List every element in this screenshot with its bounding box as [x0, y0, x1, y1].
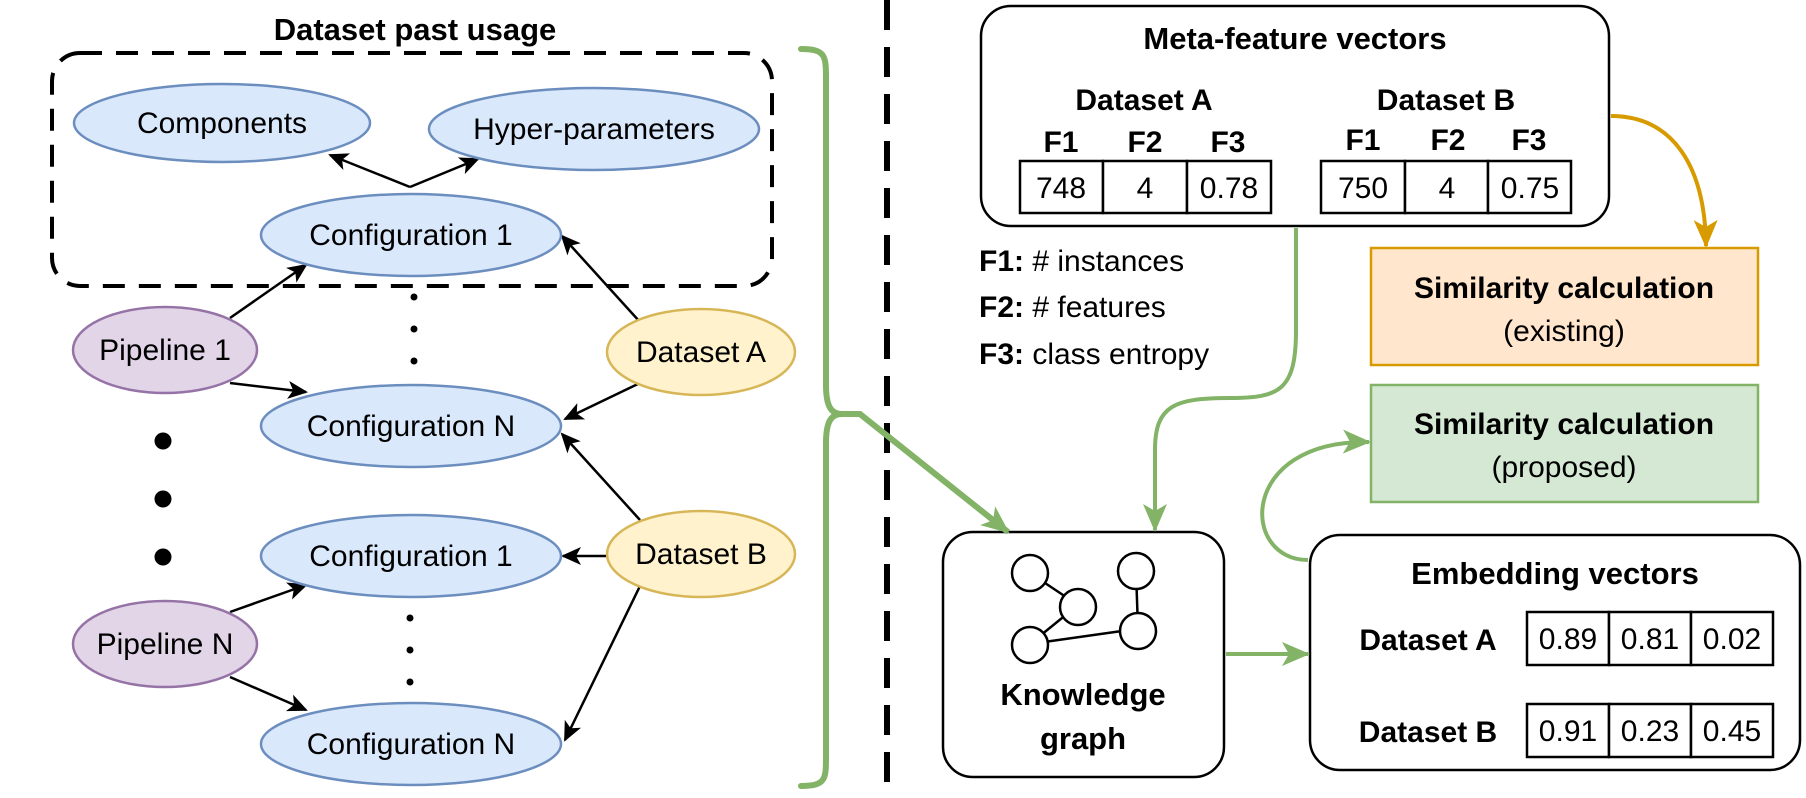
- pipeline-1-node: [71, 305, 259, 395]
- similarity-proposed-subtitle: (proposed): [1491, 451, 1636, 484]
- meta-dataset-b-v2: 4: [1439, 172, 1456, 205]
- meta-to-similarity-existing-arrow: [1610, 114, 1718, 248]
- meta-dataset-a-f1: F1: [1043, 126, 1078, 159]
- configuration-1b-label: Configuration 1: [309, 540, 512, 573]
- embedding-dataset-b-v1: 0.91: [1539, 715, 1597, 748]
- dataset-b-label: Dataset B: [635, 538, 767, 571]
- knowledge-graph-line1: Knowledge: [1000, 677, 1165, 712]
- meta-dataset-b-f3: F3: [1511, 124, 1546, 157]
- similarity-proposed-title: Similarity calculation: [1414, 408, 1714, 441]
- embedding-to-similarity-proposed-arrow: [1260, 429, 1371, 562]
- hyperparameters-node: [427, 86, 761, 172]
- meta-dataset-b-f1: F1: [1345, 124, 1380, 157]
- embedding-dataset-b-v2: 0.23: [1621, 715, 1679, 748]
- graph-network-icon: [1010, 551, 1158, 665]
- legend-f2-text: # features: [1024, 291, 1166, 324]
- embedding-dataset-b-name: Dataset B: [1359, 716, 1497, 749]
- legend-f1: F1: # instances: [979, 245, 1184, 278]
- configuration-nb-label: Configuration N: [307, 728, 515, 761]
- knowledge-graph-line2: graph: [1040, 721, 1126, 756]
- meta-dataset-b-v1: 750: [1338, 172, 1388, 205]
- similarity-proposed-box: [1369, 383, 1760, 504]
- embedding-dataset-a-name: Dataset A: [1359, 624, 1496, 657]
- meta-dataset-a-v1: 748: [1036, 172, 1086, 205]
- legend-f1-text: # instances: [1024, 245, 1184, 278]
- legend-f2-key: F2:: [979, 291, 1024, 324]
- knowledge-graph-box: [941, 530, 1226, 779]
- legend-f3: F3: class entropy: [979, 338, 1209, 371]
- configuration-nb-node: [259, 701, 563, 787]
- meta-dataset-a-v3: 0.78: [1200, 172, 1258, 205]
- legend-f2: F2: # features: [979, 291, 1166, 324]
- grouping-brace: [798, 46, 843, 789]
- dataset-b-node: [605, 509, 797, 599]
- past-usage-title: Dataset past usage: [274, 12, 557, 47]
- pipeline-n-node: [71, 599, 259, 689]
- configuration-na-node: [259, 383, 563, 469]
- embedding-title: Embedding vectors: [1411, 556, 1699, 591]
- configuration-1a-node: [259, 192, 563, 278]
- legend-f1-key: F1:: [979, 245, 1024, 278]
- legend-f3-key: F3:: [979, 338, 1024, 371]
- meta-dataset-b-table: [1319, 159, 1573, 215]
- meta-dataset-a-v2: 4: [1137, 172, 1154, 205]
- ellipsis-dots: [154, 293, 418, 686]
- meta-feature-title: Meta-feature vectors: [1143, 21, 1446, 56]
- embedding-dataset-a-v3: 0.02: [1703, 623, 1761, 656]
- meta-dataset-b-f2: F2: [1430, 124, 1465, 157]
- meta-dataset-b-name: Dataset B: [1377, 84, 1515, 117]
- meta-dataset-a-table: [1018, 159, 1273, 215]
- configuration-1a-label: Configuration 1: [309, 219, 512, 252]
- hyperparameters-label: Hyper-parameters: [473, 113, 715, 146]
- embedding-dataset-a-v1: 0.89: [1539, 623, 1597, 656]
- components-node: [72, 82, 372, 164]
- configuration-1b-node: [259, 513, 563, 599]
- similarity-existing-subtitle: (existing): [1503, 315, 1625, 348]
- configuration-group-box: [50, 51, 774, 288]
- embedding-dataset-a-table: [1525, 610, 1775, 667]
- pipeline-1-label: Pipeline 1: [99, 334, 231, 367]
- brace-to-knowledge-graph-arrow: [842, 411, 1010, 535]
- meta-dataset-b-v3: 0.75: [1501, 172, 1559, 205]
- similarity-existing-box: [1369, 246, 1760, 367]
- similarity-existing-title: Similarity calculation: [1414, 272, 1714, 305]
- dataset-a-node: [605, 307, 797, 397]
- dataset-a-label: Dataset A: [636, 336, 766, 369]
- embedding-dataset-a-v2: 0.81: [1621, 623, 1679, 656]
- meta-dataset-a-f2: F2: [1127, 126, 1162, 159]
- meta-to-knowledge-graph-arrow: [1143, 228, 1298, 532]
- meta-dataset-a-name: Dataset A: [1075, 84, 1212, 117]
- pipeline-n-label: Pipeline N: [97, 628, 234, 661]
- legend-f3-text: class entropy: [1024, 338, 1209, 371]
- embedding-dataset-b-table: [1525, 702, 1775, 759]
- configuration-na-label: Configuration N: [307, 410, 515, 443]
- components-label: Components: [137, 107, 307, 140]
- embedding-dataset-b-v3: 0.45: [1703, 715, 1761, 748]
- past-usage-edges: [229, 153, 642, 742]
- meta-dataset-a-f3: F3: [1210, 126, 1245, 159]
